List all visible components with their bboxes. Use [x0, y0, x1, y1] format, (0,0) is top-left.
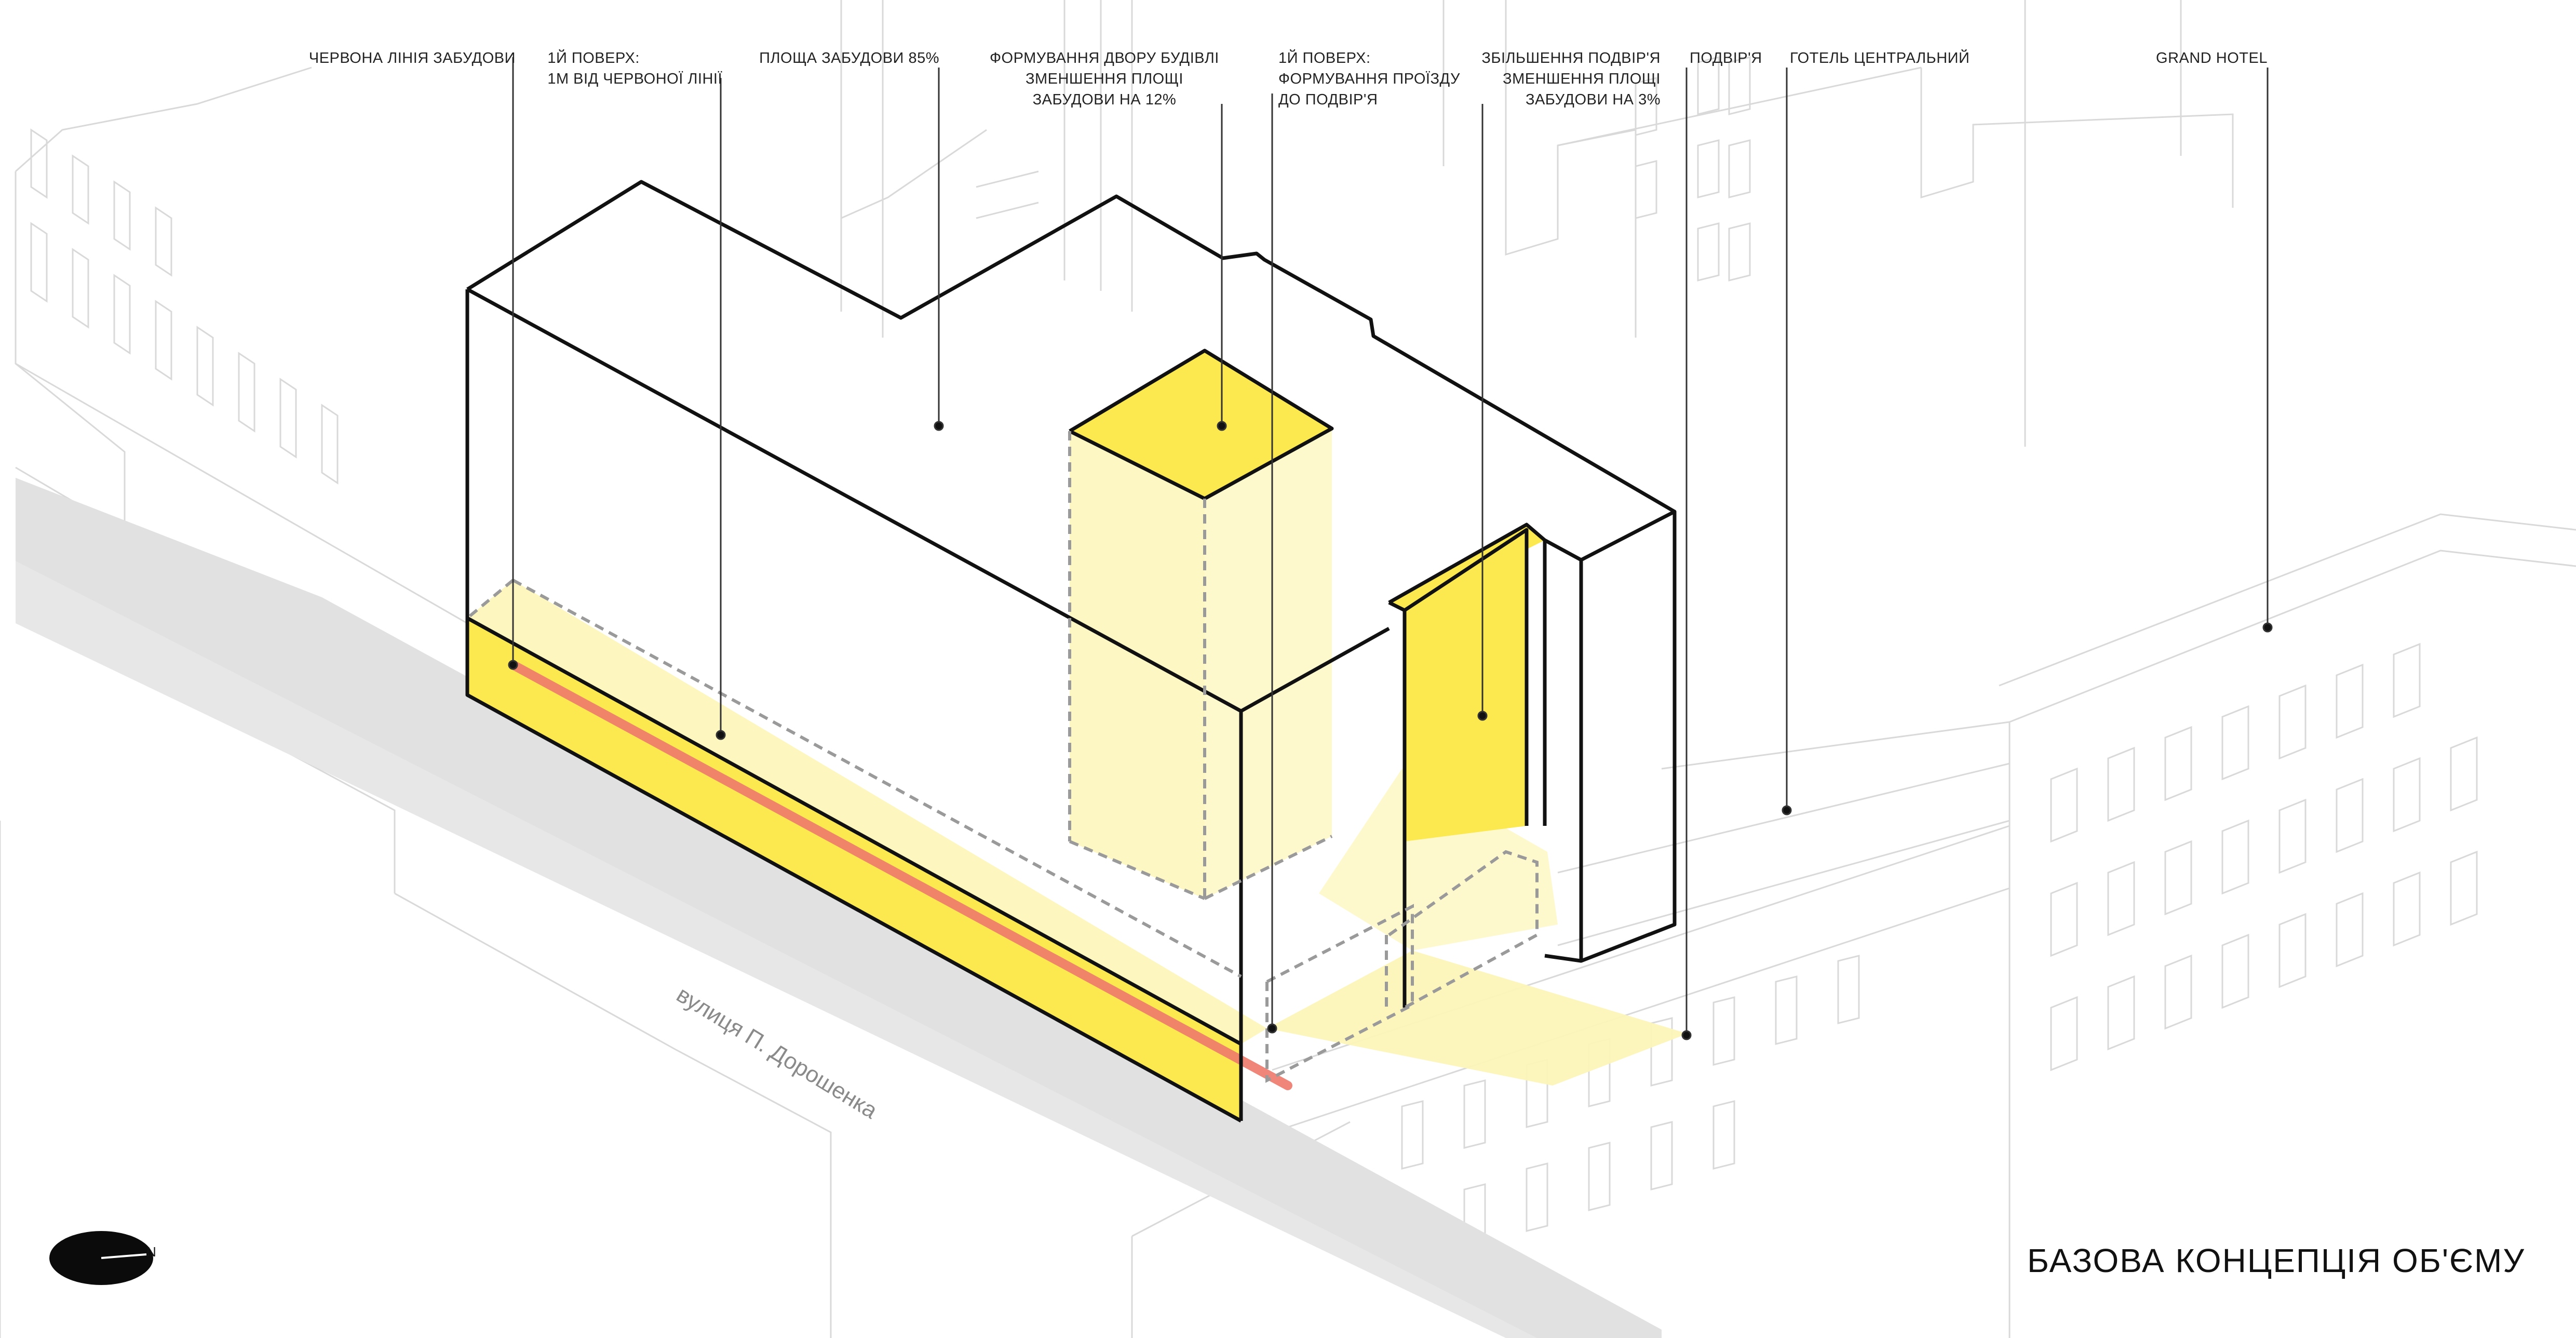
annotation-building-area: ПЛОЩА ЗАБУДОВИ 85% [759, 48, 939, 69]
annotation-line: ЗМЕНШЕННЯ ПЛОЩІ [1503, 71, 1661, 87]
left-facade-windows [30, 128, 339, 485]
annotation-passage-forming: 1й ПОВЕРХ: ФОРМУВАННЯ ПРОЇЗДУ ДО ПОДВІР'… [1278, 48, 1460, 110]
annotation-line: 1й ПОВЕРХ: [1278, 50, 1371, 66]
annotation-courtyard-increase: ЗБІЛЬШЕННЯ ПОДВІР'Я ЗМЕНШЕННЯ ПЛОЩІ ЗАБУ… [1481, 48, 1661, 110]
annotation-line: ЗМЕНШЕННЯ ПЛОЩІ [1025, 71, 1183, 87]
annotation-grand-hotel: GRAND HOTEL [2156, 48, 2268, 69]
passage-floor-2 [1319, 769, 1558, 951]
courtyard-void-top [1070, 351, 1332, 499]
grand-hotel-windows [2050, 643, 2478, 1072]
main-massing [465, 180, 1677, 1123]
annotation-line: ЗАБУДОВИ НА 12% [1032, 91, 1177, 108]
annotation-line: ДО ПОДВІР'Я [1278, 91, 1378, 108]
passage-floor [1267, 951, 1688, 1086]
diagram-title: БАЗОВА КОНЦЕПЦІЯ ОБ'ЄМУ [2027, 1242, 2525, 1279]
annotation-line: ГОТЕЛЬ ЦЕНТРАЛЬНИЙ [1790, 50, 1970, 66]
annotation-line: 1й ПОВЕРХ: [547, 50, 640, 66]
annotation-line: ЗАБУДОВИ НА 3% [1525, 91, 1661, 108]
street-shadow [16, 478, 1662, 1338]
hidden-lines [466, 431, 1539, 1083]
annotation-line: GRAND HOTEL [2156, 50, 2268, 66]
annotation-first-floor-offset: 1й ПОВЕРХ: 1м ВІД ЧЕРВОНОЇ ЛІНІЇ [547, 48, 722, 89]
tower-windows [1635, 56, 1751, 282]
annotation-line: ПОДВІР'Я [1690, 50, 1762, 66]
red-building-line [508, 660, 1292, 1090]
annotation-hotel-central: ГОТЕЛЬ ЦЕНТРАЛЬНИЙ [1790, 48, 1970, 69]
annotation-courtyard-forming: ФОРМУВАННЯ ДВОРУ БУДІВЛІ ЗМЕНШЕННЯ ПЛОЩІ… [990, 48, 1219, 110]
leader-lines [508, 57, 2273, 1040]
north-label: N [146, 1244, 156, 1260]
annotation-line: ФОРМУВАННЯ ДВОРУ БУДІВЛІ [990, 50, 1219, 66]
annotation-line: ПЛОЩА ЗАБУДОВИ 85% [759, 50, 939, 66]
annotation-courtyard: ПОДВІР'Я [1690, 48, 1762, 69]
annotation-line: ФОРМУВАННЯ ПРОЇЗДУ [1278, 71, 1460, 87]
courtyard-void-side [1205, 429, 1332, 899]
annotation-line: 1м ВІД ЧЕРВОНОЇ ЛІНІЇ [547, 71, 722, 87]
annotation-red-line: ЧЕРВОНА ЛІНІЯ ЗАБУДОВИ [309, 48, 516, 69]
north-arrow [49, 1231, 153, 1285]
first-floor-footprint [467, 580, 1267, 1044]
annotation-line: ЗБІЛЬШЕННЯ ПОДВІР'Я [1481, 50, 1661, 66]
courtyard-void-front [1070, 431, 1205, 899]
annotation-line: ЧЕРВОНА ЛІНІЯ ЗАБУДОВИ [308, 50, 516, 66]
courtyard-increase-slot [1405, 530, 1527, 841]
